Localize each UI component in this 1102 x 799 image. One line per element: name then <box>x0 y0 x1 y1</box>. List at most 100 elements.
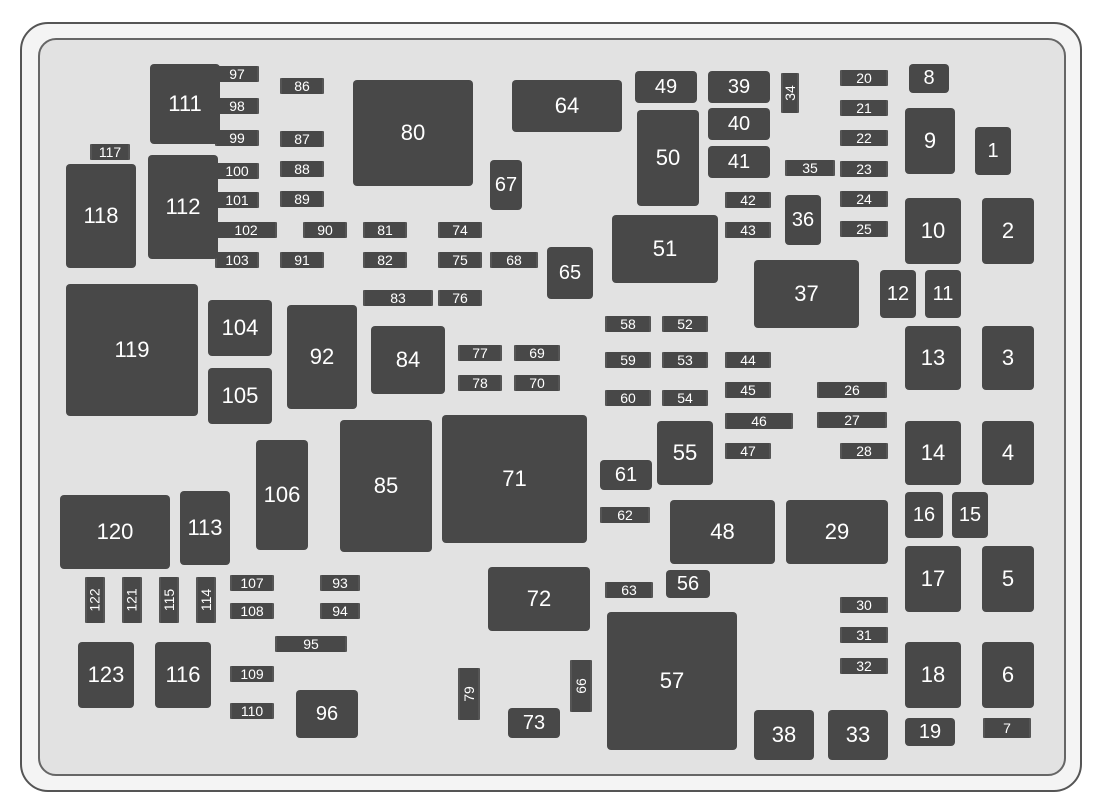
fuse-slot-78: 78 <box>458 375 502 391</box>
fuse-label: 44 <box>740 352 756 368</box>
fuse-slot-74: 74 <box>438 222 482 238</box>
fuse-slot-32: 32 <box>840 658 888 674</box>
fuse-label: 102 <box>234 222 258 238</box>
fuse-label: 75 <box>452 252 468 268</box>
fuse-label: 78 <box>472 375 488 391</box>
fuse-slot-14: 14 <box>905 421 961 485</box>
fuse-slot-106: 106 <box>256 440 308 550</box>
fuse-label: 93 <box>332 575 348 591</box>
fuse-label: 1 <box>987 139 999 162</box>
fuse-slot-34: 34 <box>781 73 799 113</box>
fuse-label: 62 <box>617 507 633 523</box>
fuse-slot-71: 71 <box>442 415 587 543</box>
fuse-label: 73 <box>522 711 546 734</box>
fuse-label: 19 <box>918 720 942 743</box>
fuse-label: 26 <box>844 382 860 398</box>
fuse-label: 11 <box>932 282 954 305</box>
fuse-slot-30: 30 <box>840 597 888 613</box>
fuse-slot-91: 91 <box>280 252 324 268</box>
fuse-slot-46: 46 <box>725 413 793 429</box>
fuse-label: 111 <box>168 91 202 116</box>
fuse-slot-77: 77 <box>458 345 502 361</box>
fuse-label: 112 <box>165 194 201 219</box>
fuse-label: 42 <box>740 192 756 208</box>
fuse-slot-117: 117 <box>90 144 130 160</box>
fuse-slot-85: 85 <box>340 420 432 552</box>
fuse-label: 45 <box>740 382 756 398</box>
fuse-slot-62: 62 <box>600 507 650 523</box>
fuse-slot-107: 107 <box>230 575 274 591</box>
fuse-slot-100: 100 <box>215 163 259 179</box>
fuse-label: 9 <box>923 128 937 153</box>
fuse-slot-48: 48 <box>670 500 775 564</box>
fuse-slot-58: 58 <box>605 316 651 332</box>
fuse-slot-92: 92 <box>287 305 357 409</box>
fuse-label: 25 <box>856 221 872 237</box>
fuse-label: 3 <box>1001 345 1015 370</box>
fuse-slot-83: 83 <box>363 290 433 306</box>
fuse-slot-38: 38 <box>754 710 814 760</box>
fuse-slot-105: 105 <box>208 368 272 424</box>
fuse-slot-120: 120 <box>60 495 170 569</box>
fuse-label: 10 <box>920 218 946 243</box>
fuse-slot-50: 50 <box>637 110 699 206</box>
fuse-slot-65: 65 <box>547 247 593 299</box>
fuse-label: 49 <box>654 75 678 98</box>
fuse-label: 85 <box>373 473 399 498</box>
fuse-slot-57: 57 <box>607 612 737 750</box>
fuse-label: 89 <box>294 191 310 207</box>
fuse-label: 109 <box>240 666 264 682</box>
fuse-label: 81 <box>377 222 393 238</box>
fuse-label: 76 <box>452 290 468 306</box>
fuse-label: 18 <box>920 662 946 687</box>
fuse-label: 70 <box>529 375 545 391</box>
fuse-label: 35 <box>802 160 818 176</box>
fuse-label: 27 <box>844 412 860 428</box>
fuse-label: 47 <box>740 443 756 459</box>
fuse-slot-80: 80 <box>353 80 473 186</box>
fuse-label: 116 <box>165 662 201 687</box>
fuse-slot-82: 82 <box>363 252 407 268</box>
fuse-slot-33: 33 <box>828 710 888 760</box>
fuse-label: 48 <box>710 519 735 544</box>
fuse-label: 34 <box>782 85 799 101</box>
fuse-slot-8: 8 <box>909 64 949 93</box>
fuse-slot-63: 63 <box>605 582 653 598</box>
fuse-label: 46 <box>751 413 767 429</box>
fuse-slot-114: 114 <box>196 577 216 623</box>
fuse-slot-97: 97 <box>215 66 259 82</box>
fuse-label: 64 <box>554 93 580 118</box>
fuse-label: 122 <box>87 588 104 612</box>
fuse-label: 121 <box>124 588 141 612</box>
fuse-slot-26: 26 <box>817 382 887 398</box>
fuse-slot-5: 5 <box>982 546 1034 612</box>
fuse-slot-41: 41 <box>708 146 770 178</box>
fuse-slot-17: 17 <box>905 546 961 612</box>
fuse-slot-49: 49 <box>635 71 697 103</box>
fuse-label: 14 <box>920 440 946 465</box>
fuse-label: 5 <box>1001 566 1015 591</box>
fuse-slot-52: 52 <box>662 316 708 332</box>
fuse-slot-103: 103 <box>215 252 259 268</box>
fuse-slot-95: 95 <box>275 636 347 652</box>
fuse-label: 52 <box>677 316 693 332</box>
fuse-slot-104: 104 <box>208 300 272 356</box>
fuse-label: 13 <box>920 345 946 370</box>
fuse-label: 51 <box>652 236 678 261</box>
fuse-slot-21: 21 <box>840 100 888 116</box>
fuse-slot-76: 76 <box>438 290 482 306</box>
fuse-slot-55: 55 <box>657 421 713 485</box>
fuse-label: 4 <box>1001 440 1015 465</box>
fuse-slot-11: 11 <box>925 270 961 318</box>
fuse-label: 60 <box>620 390 636 406</box>
fuse-label: 71 <box>502 466 527 491</box>
fuse-slot-10: 10 <box>905 198 961 264</box>
fuse-slot-94: 94 <box>320 603 360 619</box>
fuse-label: 77 <box>472 345 488 361</box>
fuse-label: 8 <box>923 67 935 89</box>
fuse-slot-89: 89 <box>280 191 324 207</box>
fuse-label: 69 <box>529 345 545 361</box>
fuse-slot-81: 81 <box>363 222 407 238</box>
fuse-slot-15: 15 <box>952 492 988 538</box>
fuse-label: 43 <box>740 222 756 238</box>
